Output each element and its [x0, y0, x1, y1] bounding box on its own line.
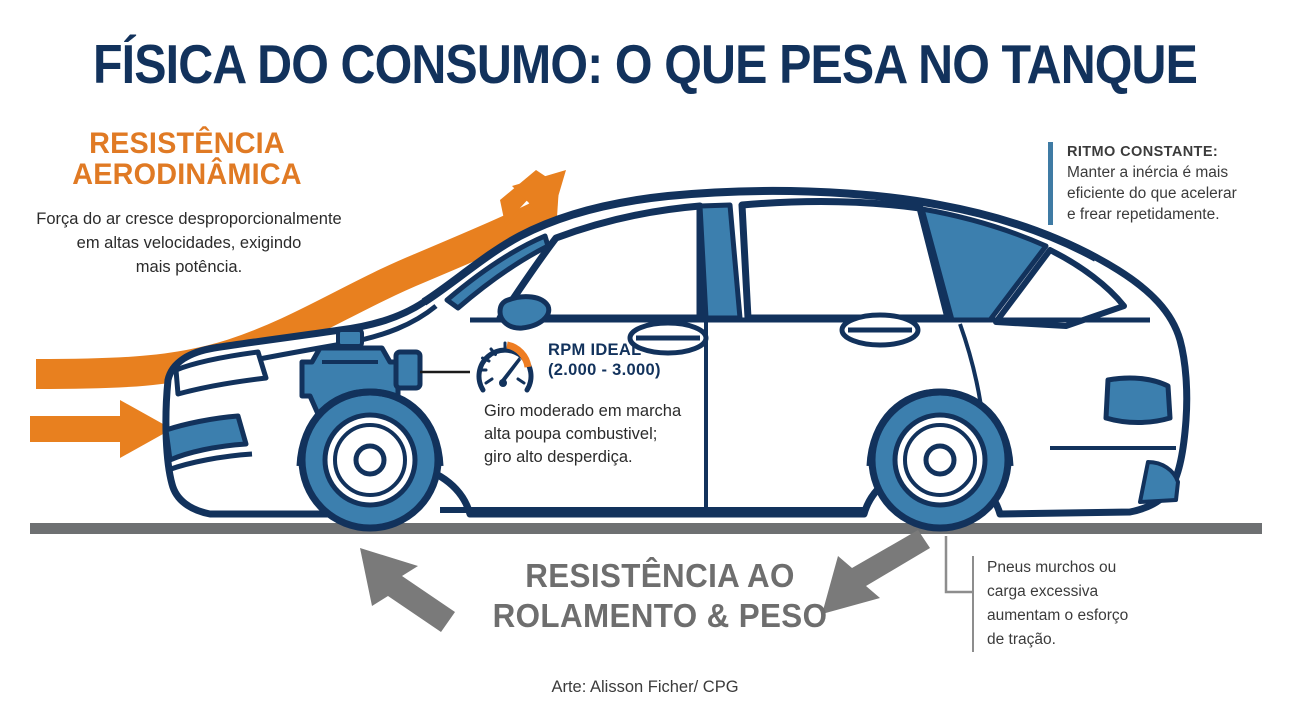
rpm-body-line1: Giro moderado em marcha	[484, 402, 682, 420]
ritmo-line1: Manter a inércia é mais	[1067, 164, 1229, 181]
aero-heading: RESISTÊNCIA AERODINÂMICA	[29, 128, 346, 190]
road-line	[30, 523, 1262, 534]
car-illustration	[162, 186, 1191, 532]
rear-wheel	[868, 388, 1012, 532]
pneus-line4: de tração.	[987, 631, 1056, 648]
rolling-resistance-arrow-right-icon	[822, 530, 930, 614]
rolling-resistance-arrow-left-icon	[360, 548, 455, 632]
rpm-title: RPM IDEAL (2.000 - 3.000)	[548, 340, 661, 380]
pneus-line3: aumentam o esforço	[987, 607, 1129, 624]
ritmo-constante-callout: RITMO CONSTANTE: Manter a inércia é mais…	[1048, 142, 1263, 225]
aero-heading-line1: RESISTÊNCIA	[89, 127, 285, 160]
ritmo-heading: RITMO CONSTANTE:	[1067, 144, 1219, 160]
ritmo-body: Manter a inércia é mais eficiente do que…	[1067, 162, 1263, 225]
rpm-title-line1: RPM IDEAL	[548, 341, 642, 359]
rolling-heading-line2: ROLAMENTO & PESO	[492, 597, 828, 634]
ritmo-line3: e frear repetidamente.	[1067, 206, 1220, 223]
drag-arrow-icon	[30, 400, 172, 458]
page-title: FÍSICA DO CONSUMO: O QUE PESA NO TANQUE	[92, 33, 1198, 95]
rpm-body-text: Giro moderado em marcha alta poupa combu…	[484, 400, 734, 469]
aero-body-line2: em altas velocidades, exigindo	[76, 234, 302, 252]
aero-heading-line2: AERODINÂMICA	[72, 158, 302, 191]
rear-door-handle	[839, 312, 921, 348]
tire-pressure-callout: Pneus murchos ou carga excessiva aumenta…	[972, 556, 1152, 652]
tire-leader-line	[944, 536, 974, 594]
rpm-body-line2: alta poupa combustivel;	[484, 425, 658, 443]
rpm-gauge-icon	[476, 341, 534, 393]
rpm-title-line2: (2.000 - 3.000)	[548, 361, 661, 379]
front-door-handle	[627, 320, 709, 356]
ritmo-line2: eficiente do que acelerar	[1067, 185, 1237, 202]
aero-body-line3: mais potência.	[135, 258, 243, 276]
aero-body-line1: Força do ar cresce desproporcionalmente	[36, 210, 342, 228]
rolling-heading-line1: RESISTÊNCIA AO	[525, 557, 795, 594]
credit-line: Arte: Alisson Ficher/ CPG	[551, 678, 739, 696]
rolling-resistance-heading: RESISTÊNCIA AO ROLAMENTO & PESO	[413, 556, 907, 636]
front-wheel	[298, 388, 442, 532]
pneus-line2: carga excessiva	[987, 583, 1099, 600]
pneus-line1: Pneus murchos ou	[987, 559, 1117, 576]
aero-body-text: Força do ar cresce desproporcionalmente …	[14, 207, 364, 279]
rpm-body-line3: giro alto desperdiça.	[484, 448, 633, 466]
